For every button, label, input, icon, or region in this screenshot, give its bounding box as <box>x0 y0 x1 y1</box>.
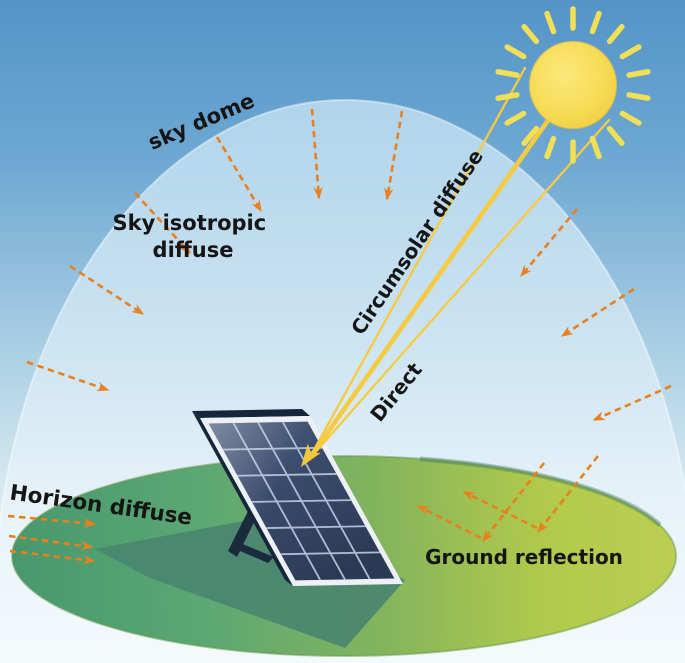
panel-side-left <box>192 411 293 586</box>
horizon-arrow <box>7 514 97 528</box>
beam-line <box>308 66 527 459</box>
diffuse-arrow <box>26 360 110 392</box>
sky-diffuse-arrows <box>26 108 672 422</box>
diffuse-arrow <box>592 384 672 422</box>
sun-rays <box>495 6 651 164</box>
diffuse-arrow <box>520 208 578 278</box>
label-sky-isotropic-diffuse: Sky isotropic diffuse <box>112 211 273 262</box>
sun-disc <box>528 40 618 130</box>
ground-reflection-arrows <box>416 455 600 543</box>
sun-icon <box>495 6 651 164</box>
panel-side-top <box>192 409 310 418</box>
direct-beam <box>308 66 611 459</box>
ground-edge-shade <box>419 456 662 527</box>
beam-line <box>310 118 611 458</box>
diffuse-arrow <box>384 110 404 201</box>
reflection-outgoing-arrow <box>462 490 538 530</box>
horizon-diffuse-arrows <box>7 514 97 565</box>
solar-panel <box>192 409 403 586</box>
diffuse-arrow <box>310 108 323 200</box>
diffuse-arrow <box>69 264 145 316</box>
diffuse-arrow <box>134 192 191 254</box>
label-ground-reflection: Ground reflection <box>425 545 623 569</box>
panel-sheen <box>208 421 395 581</box>
reflection-incoming-arrow <box>536 455 600 534</box>
diffuse-arrow <box>215 136 263 213</box>
reflection-outgoing-arrow <box>416 504 482 540</box>
diffuse-arrow <box>560 287 635 338</box>
beam-arrowhead <box>301 443 321 467</box>
horizon-arrow <box>8 534 94 551</box>
reflection-incoming-arrow <box>481 462 546 543</box>
beam-line <box>308 82 576 459</box>
horizon-arrow <box>9 549 96 565</box>
